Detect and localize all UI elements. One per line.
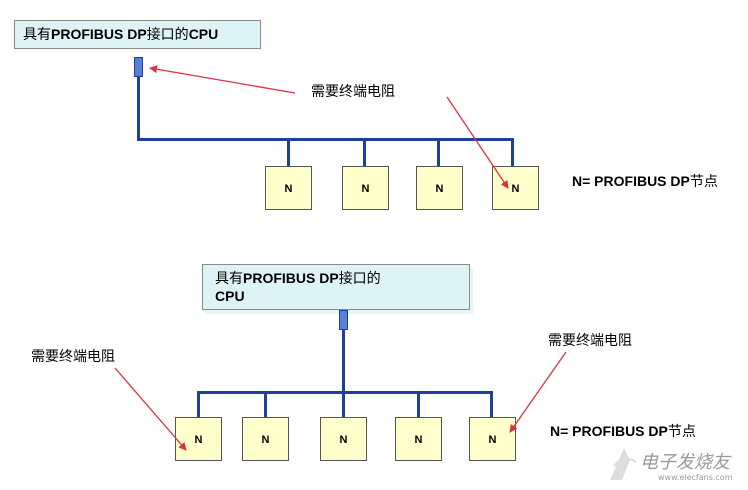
cpu-bottom-bold: PROFIBUS DP bbox=[243, 270, 339, 286]
cpu-top-connector bbox=[134, 57, 143, 77]
cpu-bottom-end: CPU bbox=[215, 288, 245, 304]
termination-label-bottom-right: 需要终端电阻 bbox=[548, 333, 632, 349]
watermark-logo bbox=[610, 448, 637, 480]
arrow-bottom-to-last-node bbox=[509, 351, 567, 433]
arrow-bottom-to-first-node bbox=[114, 367, 187, 451]
bus-bottom-stub-4 bbox=[417, 391, 420, 417]
legend-bottom: N= PROFIBUS DP节点 bbox=[550, 421, 696, 441]
legend-top: N= PROFIBUS DP节点 bbox=[572, 171, 718, 191]
watermark-url: www.elecfans.com bbox=[658, 473, 733, 482]
bus-bottom-drop bbox=[342, 330, 345, 394]
cpu-bottom-suffix: 接口的 bbox=[338, 271, 381, 287]
legend-top-suffix: 节点 bbox=[689, 174, 718, 190]
bus-top-drop bbox=[137, 77, 140, 141]
cpu-bottom-connector bbox=[339, 310, 348, 330]
legend-bottom-suffix: 节点 bbox=[667, 424, 696, 440]
node-bottom-1: N bbox=[175, 417, 222, 461]
termination-label-bottom-left: 需要终端电阻 bbox=[31, 349, 115, 365]
node-bottom-3: N bbox=[320, 417, 367, 461]
cpu-box-bottom: 具有PROFIBUS DP接口的 CPU bbox=[202, 264, 470, 310]
cpu-top-suffix: 接口的 bbox=[146, 27, 189, 43]
arrow-top-to-cpu-connector bbox=[149, 65, 296, 94]
cpu-top-end: CPU bbox=[188, 26, 219, 42]
bus-top-stub-1 bbox=[287, 141, 290, 166]
bus-bottom-stub-1 bbox=[197, 391, 200, 417]
node-bottom-4: N bbox=[395, 417, 442, 461]
node-bottom-5: N bbox=[469, 417, 516, 461]
cpu-bottom-prefix: 具有 bbox=[215, 271, 243, 287]
node-bottom-2: N bbox=[242, 417, 289, 461]
cpu-top-bold: PROFIBUS DP bbox=[51, 26, 147, 42]
node-top-4: N bbox=[492, 166, 539, 210]
bus-top-line bbox=[137, 138, 514, 141]
bus-bottom-line bbox=[197, 391, 493, 394]
node-top-3: N bbox=[416, 166, 463, 210]
bus-top-stub-2 bbox=[363, 141, 366, 166]
legend-bottom-bold: N= PROFIBUS DP bbox=[550, 423, 668, 439]
bus-bottom-stub-5 bbox=[490, 391, 493, 417]
watermark-brand: 电子发烧友 bbox=[640, 452, 730, 473]
node-top-1: N bbox=[265, 166, 312, 210]
bus-top-stub-3 bbox=[437, 141, 440, 166]
cpu-box-top: 具有PROFIBUS DP接口的CPU bbox=[14, 20, 261, 49]
legend-top-bold: N= PROFIBUS DP bbox=[572, 173, 690, 189]
bus-bottom-stub-3 bbox=[342, 391, 345, 417]
bus-bottom-stub-2 bbox=[264, 391, 267, 417]
cpu-top-prefix: 具有 bbox=[23, 27, 51, 43]
arrow-top-to-last-node bbox=[446, 96, 509, 189]
termination-label-top: 需要终端电阻 bbox=[311, 84, 395, 100]
bus-top-stub-4 bbox=[511, 141, 514, 166]
node-top-2: N bbox=[342, 166, 389, 210]
